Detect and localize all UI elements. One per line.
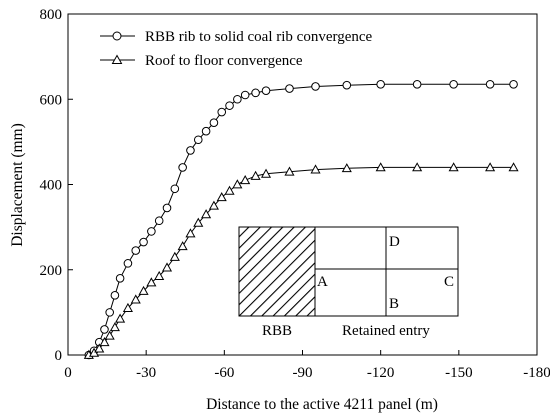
y-tick-label: 0 xyxy=(55,348,63,364)
axes: 0 -30 -60 -90 -120 -150 -180 0 200 400 600 800 xyxy=(40,7,550,381)
data-point-circle xyxy=(123,259,133,268)
inset-diagram: A B C D RBB Retained entry xyxy=(238,226,459,339)
data-point-circle xyxy=(285,84,294,93)
inset-point-b: B xyxy=(389,296,399,312)
data-point-circle xyxy=(162,203,172,213)
data-point-triangle xyxy=(412,162,423,172)
data-point-circle xyxy=(131,246,141,255)
data-point-circle xyxy=(154,216,164,226)
data-point-circle xyxy=(100,325,109,334)
inset-label-retained-entry: Retained entry xyxy=(342,323,430,339)
data-point-circle xyxy=(147,227,156,236)
data-point-triangle xyxy=(232,179,243,189)
data-point-circle xyxy=(412,80,422,89)
x-tick-label: -60 xyxy=(214,365,234,381)
data-point-triangle xyxy=(310,164,321,174)
data-point-triangle xyxy=(94,343,105,353)
data-point-circle xyxy=(178,163,187,172)
data-point-triangle xyxy=(448,162,459,172)
data-point-circle xyxy=(251,88,260,98)
x-tick-label: -90 xyxy=(293,365,313,381)
data-point-triangle xyxy=(161,262,173,272)
data-point-circle xyxy=(110,291,120,300)
data-point-triangle xyxy=(250,170,261,180)
data-point-triangle xyxy=(375,162,386,172)
y-tick-label: 200 xyxy=(40,263,63,279)
data-point-circle xyxy=(240,90,250,100)
data-point-triangle xyxy=(115,313,126,323)
data-point-circle xyxy=(201,126,211,136)
data-point-triangle xyxy=(104,330,115,340)
x-tick-label: -150 xyxy=(445,365,473,381)
data-point-circle xyxy=(485,80,495,89)
data-point-triangle xyxy=(122,302,133,312)
data-point-circle xyxy=(186,146,195,155)
data-point-circle xyxy=(449,80,458,89)
data-point-circle xyxy=(342,80,352,90)
data-point-triangle xyxy=(109,322,120,332)
data-point-circle xyxy=(139,237,148,247)
data-point-triangle xyxy=(485,162,496,172)
data-point-triangle xyxy=(130,294,141,304)
series-layer xyxy=(83,80,519,360)
data-point-circle xyxy=(115,273,125,283)
data-point-circle xyxy=(105,308,114,317)
x-tick-label: -30 xyxy=(136,365,156,381)
x-axis-title: Distance to the active 4211 panel (m) xyxy=(206,396,438,413)
y-tick-label: 800 xyxy=(40,7,63,23)
y-axis-title: Displacement (mm) xyxy=(9,123,26,247)
data-point-triangle xyxy=(99,336,110,347)
x-tick-label: -120 xyxy=(367,365,395,381)
y-tick-label: 600 xyxy=(40,92,63,108)
data-point-circle xyxy=(376,80,385,89)
y-tick-label: 400 xyxy=(40,178,63,194)
legend: RBB rib to solid coal rib convergence Ro… xyxy=(100,29,373,69)
data-point-circle xyxy=(193,135,203,145)
data-point-circle xyxy=(509,80,518,89)
legend-label-rbb: RBB rib to solid coal rib convergence xyxy=(145,29,373,45)
data-point-triangle xyxy=(154,270,165,281)
data-point-triangle xyxy=(216,192,227,202)
data-point-triangle xyxy=(341,163,352,173)
inset-label-rbb: RBB xyxy=(262,323,292,339)
data-point-circle xyxy=(261,86,271,96)
data-point-circle xyxy=(209,118,219,127)
legend-label-roof: Roof to floor convergence xyxy=(145,53,303,69)
data-point-circle xyxy=(170,184,180,194)
data-point-circle xyxy=(217,107,227,117)
data-point-triangle xyxy=(177,241,188,251)
legend-marker-triangle xyxy=(111,54,123,64)
data-point-triangle xyxy=(208,200,219,210)
data-point-circle xyxy=(311,82,320,91)
data-point-triangle xyxy=(185,228,196,238)
inset-point-a: A xyxy=(317,274,328,290)
data-point-triangle xyxy=(193,217,204,227)
data-point-circle xyxy=(233,94,242,104)
data-point-triangle xyxy=(260,168,272,178)
data-point-triangle xyxy=(169,251,180,261)
data-point-triangle xyxy=(138,285,149,295)
rbb-block xyxy=(238,226,316,317)
x-tick-label: -180 xyxy=(523,365,550,381)
data-point-triangle xyxy=(224,185,235,195)
data-point-triangle xyxy=(201,209,212,219)
x-tick-label: 0 xyxy=(64,365,72,381)
inset-point-d: D xyxy=(389,234,400,250)
data-point-triangle xyxy=(508,162,519,172)
legend-marker-circle xyxy=(112,31,122,41)
inset-point-c: C xyxy=(444,274,454,290)
data-point-triangle xyxy=(240,175,251,185)
data-point-circle xyxy=(225,101,234,110)
data-point-triangle xyxy=(284,166,295,176)
data-point-triangle xyxy=(146,277,157,287)
